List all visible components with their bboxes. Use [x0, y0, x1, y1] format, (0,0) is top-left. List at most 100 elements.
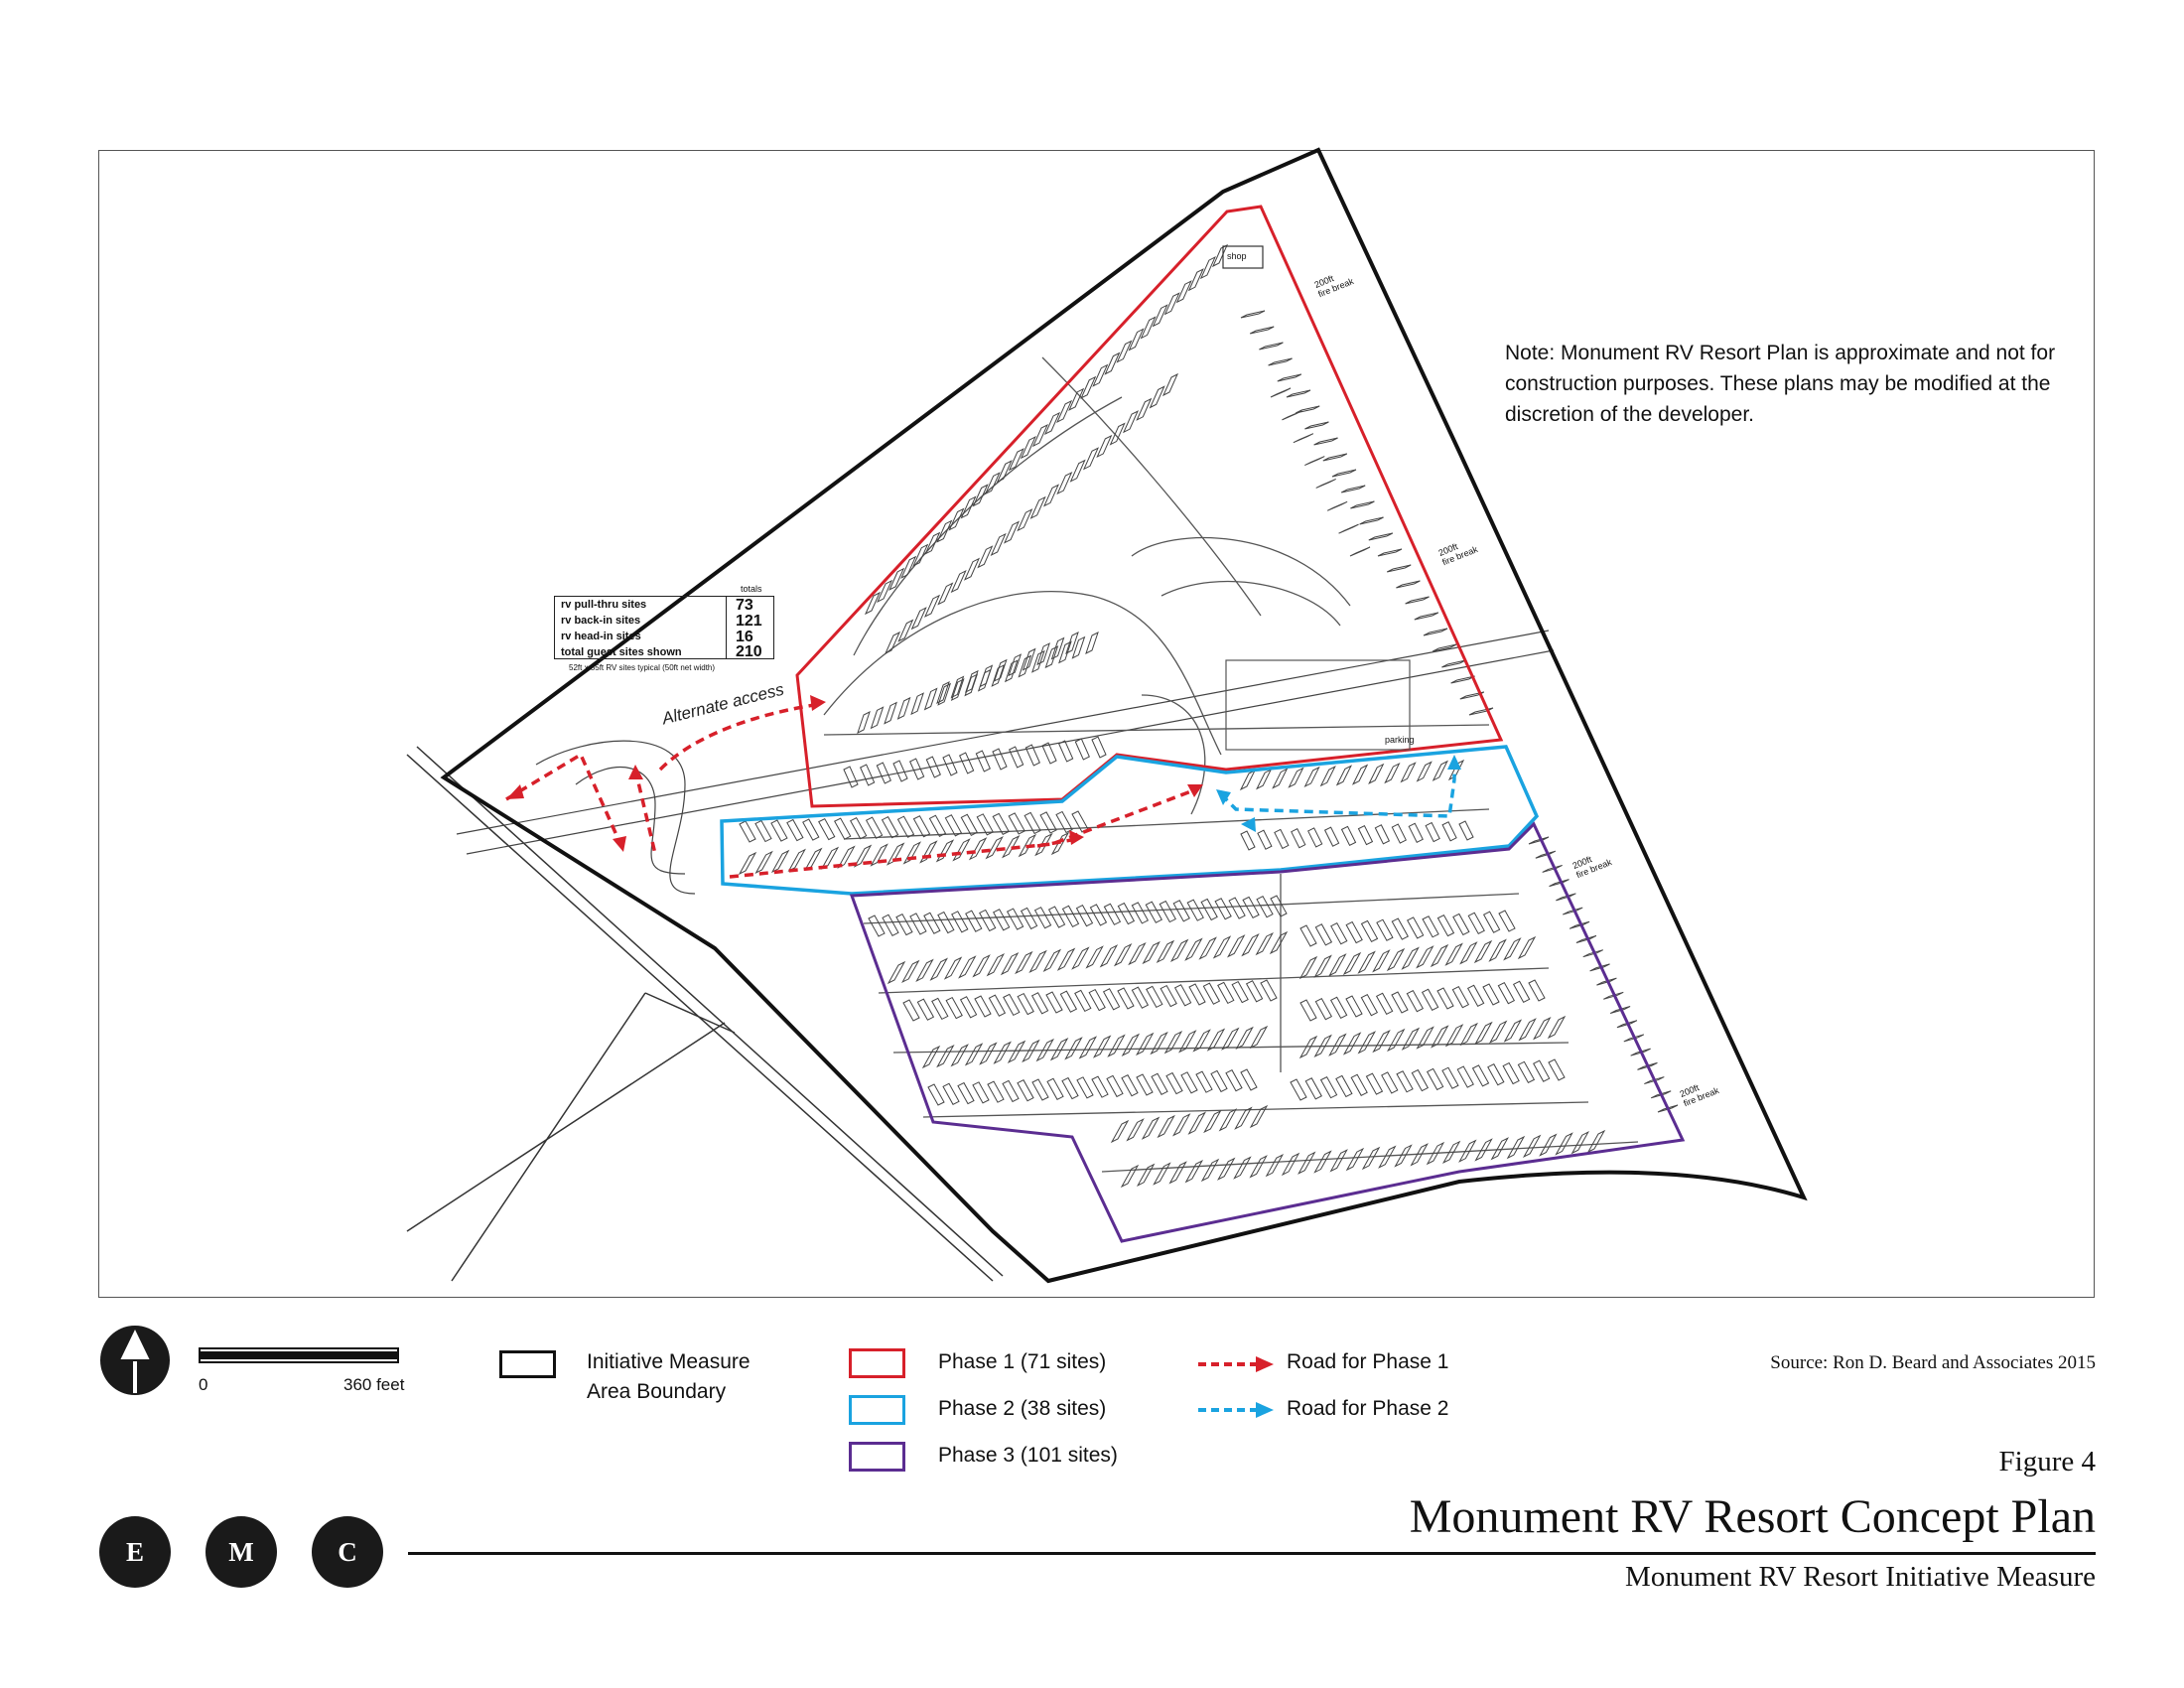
rv-site [1187, 1111, 1207, 1135]
rv-site [993, 1041, 1012, 1064]
rv-site [1533, 1017, 1552, 1041]
rv-site [1017, 1079, 1034, 1102]
rv-site [901, 959, 920, 984]
rv-site [1159, 900, 1176, 923]
page-title: Monument RV Resort Concept Plan [1409, 1490, 2096, 1543]
rv-site [1249, 326, 1275, 335]
rv-site [1168, 1161, 1187, 1185]
phase2-boundary [720, 745, 1540, 896]
rv-site [1291, 828, 1306, 849]
rv-site [1046, 1077, 1064, 1100]
scale-bar [199, 1347, 399, 1363]
rv-site [1304, 1077, 1322, 1100]
rv-site [1582, 949, 1603, 958]
rv-site [1338, 523, 1359, 534]
rv-site [977, 545, 994, 569]
rv-site [1425, 821, 1440, 843]
table-row-value: 121 [736, 613, 762, 630]
rv-site [1206, 1028, 1226, 1052]
rv-site [1589, 963, 1610, 972]
rv-site [1071, 946, 1090, 970]
rv-site [1323, 826, 1340, 847]
rv-site [1146, 985, 1163, 1009]
rv-sites [738, 243, 1679, 1189]
rv-site [1034, 832, 1053, 857]
rv-site [1387, 1028, 1406, 1053]
rv-site [1441, 1140, 1461, 1165]
rv-site [1313, 437, 1338, 446]
rv-site [1008, 812, 1025, 835]
rv-site [1376, 918, 1394, 941]
rv-site [1163, 292, 1180, 316]
rv-site [1335, 765, 1353, 786]
rv-site [1240, 1068, 1258, 1091]
rv-site [1031, 1078, 1049, 1101]
rv-site [1269, 930, 1289, 955]
rv-site [1422, 915, 1439, 938]
rv-site [1596, 977, 1617, 986]
rv-site [884, 701, 897, 725]
rv-site [1357, 824, 1374, 846]
rv-site [837, 845, 856, 869]
rv-site [1030, 992, 1049, 1015]
rv-site [936, 681, 950, 704]
scale-start-label: 0 [199, 1375, 208, 1394]
rv-site [1255, 931, 1274, 956]
rv-site [979, 1042, 998, 1065]
table-footnote: 52ft x 85ft RV sites typical (50ft net w… [569, 663, 716, 672]
rv-site [1136, 1163, 1156, 1187]
rv-site [884, 631, 901, 655]
rv-site [959, 996, 978, 1019]
rv-site [1188, 983, 1206, 1006]
rv-site [1286, 389, 1311, 398]
rv-site [896, 696, 911, 720]
rv-site [1116, 340, 1133, 363]
rv-site [945, 996, 963, 1020]
rv-site [1313, 1150, 1332, 1174]
rv-site [1350, 500, 1375, 509]
rv-site [1431, 1025, 1449, 1049]
rv-site [1004, 659, 1019, 683]
rv-site [802, 818, 820, 841]
rv-site [1450, 675, 1475, 684]
rv-site [1235, 1026, 1254, 1051]
rv-site [1241, 933, 1260, 957]
rv-site [770, 849, 790, 874]
rv-site [1441, 1066, 1459, 1089]
rv-site [942, 1082, 960, 1105]
rv-site [1092, 1035, 1112, 1058]
rv-site [960, 813, 979, 836]
rv-site [1022, 647, 1036, 671]
rv-site [1436, 914, 1455, 937]
rv-site [1488, 1020, 1508, 1044]
rv-site [1497, 982, 1516, 1005]
rv-site [896, 815, 915, 838]
rv-site [1299, 924, 1317, 947]
rv-site [1142, 940, 1160, 965]
rv-site [1240, 310, 1266, 319]
north-arrow-icon [100, 1326, 170, 1395]
phase2-legend-label: Phase 2 (38 sites) [938, 1397, 1107, 1420]
rv-site [986, 953, 1006, 977]
rv-site [912, 815, 931, 838]
rv-site [1432, 760, 1448, 781]
phase3-swatch [849, 1442, 905, 1472]
phase1-swatch [849, 1348, 905, 1378]
rv-site [1539, 1133, 1558, 1157]
rv-site [881, 816, 899, 839]
rv-site [972, 1081, 990, 1104]
rv-site [1345, 920, 1363, 944]
rv-site [1000, 951, 1020, 976]
rv-site [1314, 998, 1333, 1021]
rv-site [963, 557, 981, 581]
rv-site [923, 594, 941, 618]
rv-site [950, 570, 967, 594]
rv-site [1386, 564, 1412, 573]
road-phase2-arrows [1216, 755, 1461, 832]
rv-site [1104, 352, 1121, 375]
rv-site [1028, 949, 1047, 974]
rv-site [1233, 1156, 1252, 1180]
rv-site [1163, 1031, 1183, 1055]
rv-site [897, 619, 914, 642]
rv-site [992, 909, 1011, 931]
